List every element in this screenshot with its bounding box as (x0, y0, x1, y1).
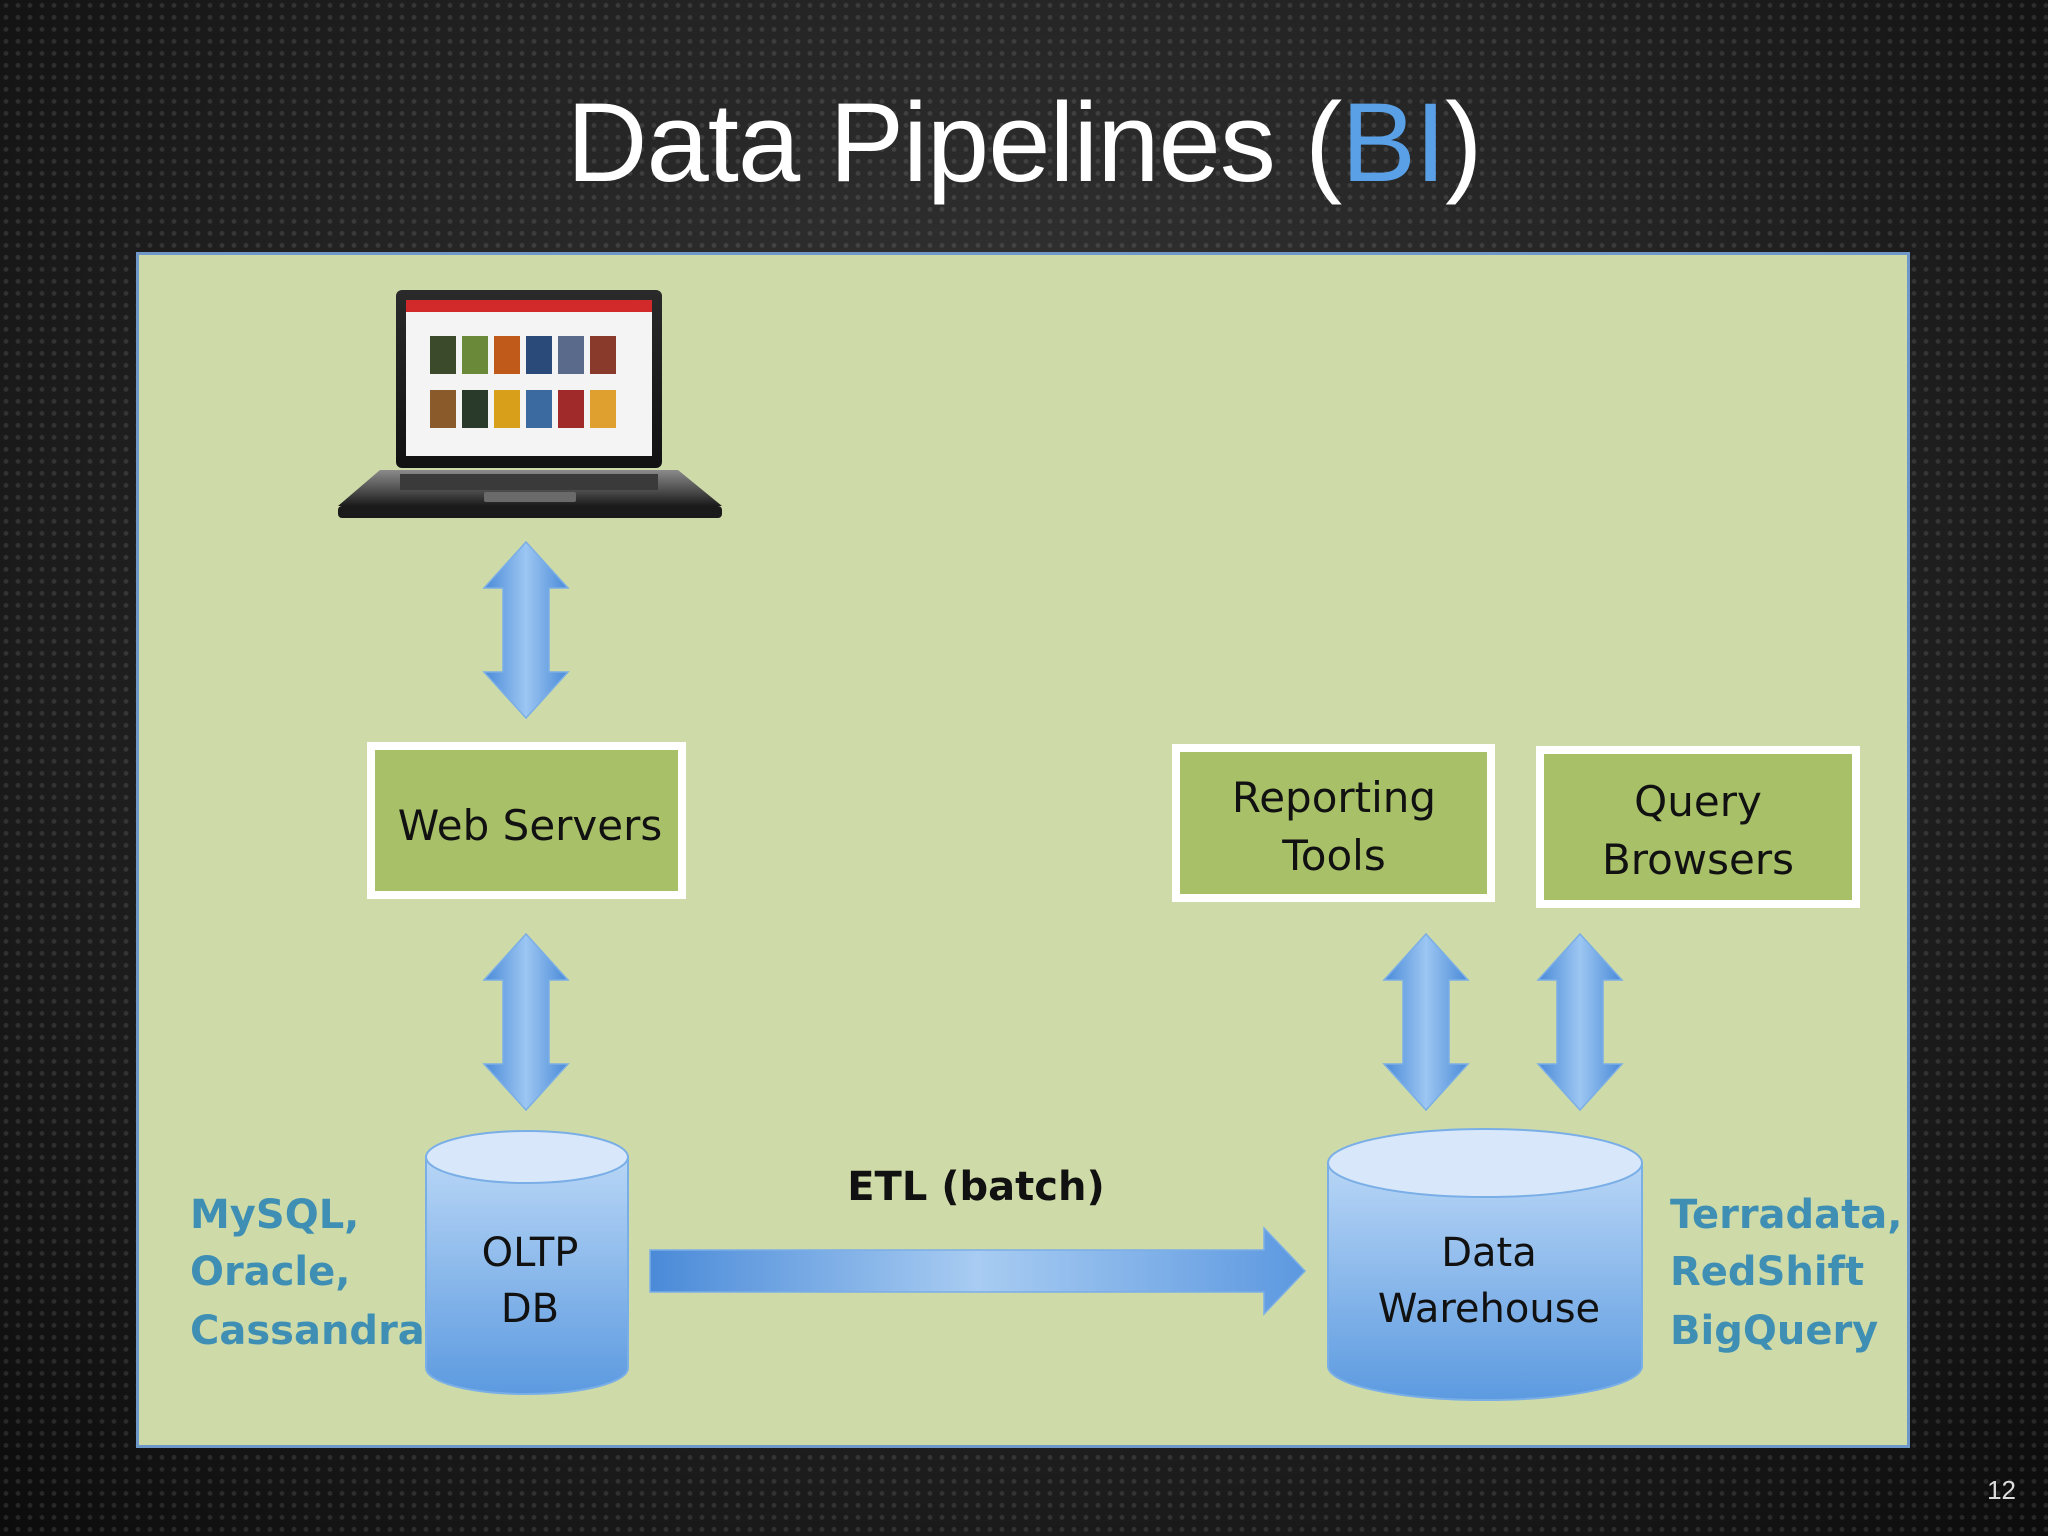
page-number: 12 (1987, 1475, 2016, 1505)
oltp-db-cylinder: OLTP DB (425, 1130, 629, 1395)
double-arrow-web-db (482, 932, 570, 1112)
data-warehouse-cylinder: Data Warehouse (1327, 1128, 1643, 1401)
oltp-tech-item: Oracle, (190, 1249, 350, 1295)
etl-label: ETL (batch) (847, 1164, 1105, 1210)
web-servers-label: Web Servers (398, 801, 663, 850)
query-browsers-label-1: Query (1634, 777, 1762, 826)
title-main: Data Pipelines ( (566, 80, 1343, 205)
reporting-tools-label-2: Tools (1281, 831, 1385, 880)
title-accent: BI (1341, 80, 1446, 205)
title-end: ) (1445, 80, 1482, 205)
query-browsers-label-2: Browsers (1602, 835, 1794, 884)
double-arrow-client-web (482, 540, 570, 720)
reporting-tools-box: Reporting Tools (1172, 744, 1495, 902)
dw-tech-item: RedShift (1670, 1249, 1864, 1295)
query-browsers-box: Query Browsers (1536, 746, 1860, 908)
laptop-screen-thumbnails (430, 336, 616, 428)
oltp-tech-item: Cassandra (190, 1308, 425, 1354)
etl-arrow (649, 1226, 1307, 1316)
double-arrow-query-dw (1536, 932, 1624, 1112)
oltp-tech-item: MySQL, (190, 1192, 359, 1238)
double-arrow-reporting-dw (1382, 932, 1470, 1112)
dw-tech-list: Terradata, RedShift BigQuery (1670, 1192, 1902, 1354)
data-warehouse-label-2: Warehouse (1378, 1286, 1600, 1332)
oltp-tech-list: MySQL, Oracle, Cassandra (190, 1192, 425, 1354)
data-warehouse-label-1: Data (1441, 1230, 1537, 1276)
oltp-db-label-2: DB (501, 1286, 559, 1332)
oltp-db-label-1: OLTP (482, 1230, 579, 1276)
dw-tech-item: BigQuery (1670, 1308, 1878, 1354)
dw-tech-item: Terradata, (1670, 1192, 1902, 1238)
reporting-tools-label-1: Reporting (1232, 773, 1436, 822)
laptop-icon (338, 290, 722, 518)
slide-title: Data Pipelines (BI) (0, 78, 2048, 208)
web-servers-box: Web Servers (367, 742, 686, 899)
